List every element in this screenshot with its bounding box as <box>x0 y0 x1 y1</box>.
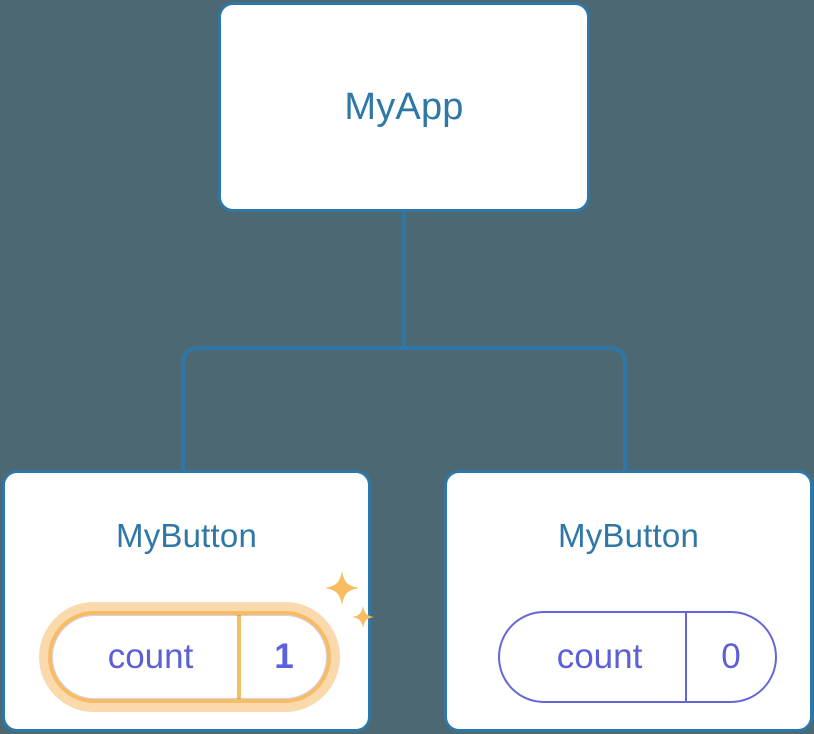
state-pill-key-child-1: count <box>556 637 643 676</box>
sparkle-large-icon <box>325 571 359 605</box>
node-card-child-0[interactable]: MyButton count 1 <box>2 470 374 732</box>
connector-branch-left <box>181 346 404 472</box>
state-pill-value-child-1: 0 <box>685 613 775 701</box>
state-pill-child-0[interactable]: count 1 <box>48 611 331 703</box>
node-card-root[interactable]: MyApp <box>218 2 590 212</box>
state-pill-child-1[interactable]: count 0 <box>498 611 777 703</box>
node-title-child-0: MyButton <box>116 517 257 554</box>
node-title-root: MyApp <box>344 85 464 128</box>
state-pill-wrap-child-0: count 1 <box>48 611 331 703</box>
state-pill-value-child-0: 1 <box>237 615 327 699</box>
connector-branch-right <box>404 346 627 472</box>
node-title-child-1: MyButton <box>558 517 699 554</box>
node-card-child-1[interactable]: MyButton count 0 <box>444 470 813 732</box>
state-pill-wrap-child-1: count 0 <box>498 611 777 703</box>
state-pill-key-child-0: count <box>107 637 194 676</box>
sparkle-small-icon <box>352 606 374 628</box>
